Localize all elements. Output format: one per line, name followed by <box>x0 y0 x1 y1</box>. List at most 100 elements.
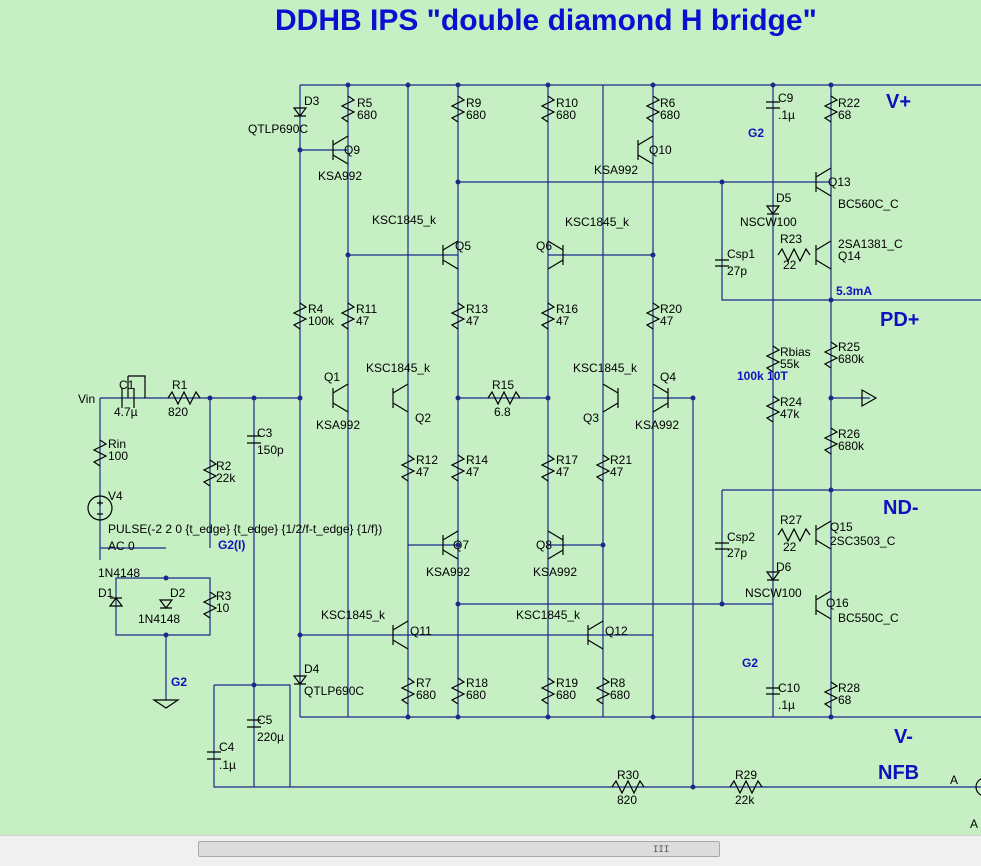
r8-name: R8 <box>610 676 626 690</box>
d1-name: D1 <box>98 586 114 600</box>
r5-name: R5 <box>357 96 373 110</box>
net-labels: V+ PD+ ND- V- NFB G2 G2 G2 G2(I) 5.3mA 1… <box>78 91 978 831</box>
transistor-q6-symbol <box>547 240 564 270</box>
component-labels: D3 QTLP690C R5 680 R9 680 R10 680 R6 680… <box>98 91 903 807</box>
q5-name: Q5 <box>455 239 471 253</box>
d3-value: QTLP690C <box>248 122 308 136</box>
c1-value: 4.7µ <box>114 405 138 419</box>
resistor-r28-symbol <box>823 681 839 709</box>
r29-name: R29 <box>735 768 757 782</box>
q10-name: Q10 <box>649 143 672 157</box>
resistor-r2-symbol <box>202 459 218 487</box>
resistor-r23-symbol <box>777 247 811 263</box>
r28-value: 68 <box>838 693 852 707</box>
r13-value: 47 <box>466 314 480 328</box>
q16-name: Q16 <box>826 596 849 610</box>
d6-name: D6 <box>776 560 792 574</box>
transistor-q4-symbol <box>652 383 669 413</box>
transistor-q11-symbol <box>392 620 409 650</box>
r17-name: R17 <box>556 453 578 467</box>
r7-value: 680 <box>416 688 436 702</box>
resistor-r7-symbol <box>400 677 416 705</box>
q8-name: Q8 <box>536 538 552 552</box>
c9-name: C9 <box>778 91 794 105</box>
resistor-r30-symbol <box>611 779 645 795</box>
ground-g2-input-symbol <box>152 699 180 709</box>
d5-value: NSCW100 <box>740 215 797 229</box>
q15-type: 2SC3503_C <box>830 534 896 548</box>
r2-name: R2 <box>216 459 232 473</box>
net-g2-input: G2 <box>171 675 187 689</box>
r11-value: 47 <box>356 314 370 328</box>
r18-value: 680 <box>466 688 486 702</box>
r13-name: R13 <box>466 302 488 316</box>
resistor-r14-symbol <box>450 454 466 482</box>
transistor-q3-symbol <box>602 383 619 413</box>
resistor-r10-symbol <box>540 95 556 123</box>
q4-name: Q4 <box>660 370 676 384</box>
r6-name: R6 <box>660 96 676 110</box>
r18-name: R18 <box>466 676 488 690</box>
transistor-q15-symbol <box>815 520 832 550</box>
r12-name: R12 <box>416 453 438 467</box>
net-v-minus: V- <box>894 726 913 748</box>
net-g2-top: G2 <box>748 126 764 140</box>
r23-name: R23 <box>780 232 802 246</box>
diode-d2-symbol <box>158 599 174 609</box>
r16-name: R16 <box>556 302 578 316</box>
net-g2-i: G2(I) <box>218 538 245 552</box>
net-pot: 100k 10T <box>737 369 788 383</box>
r10-value: 680 <box>556 108 576 122</box>
r14-name: R14 <box>466 453 488 467</box>
r11-name: R11 <box>356 302 377 316</box>
r3-value: 10 <box>216 601 230 615</box>
d2-name: D2 <box>170 586 186 600</box>
resistor-r17-symbol <box>540 454 556 482</box>
horizontal-scrollbar[interactable]: III <box>0 835 981 866</box>
c3-name: C3 <box>257 426 273 440</box>
scrollbar-thumb[interactable]: III <box>198 841 720 857</box>
capacitor-c10-symbol <box>766 687 780 695</box>
transistor-q9-symbol <box>332 135 349 165</box>
schematic-drawing: D3 QTLP690C R5 680 R9 680 R10 680 R6 680… <box>78 82 981 831</box>
resistor-r12-symbol <box>400 454 416 482</box>
wires <box>99 84 981 788</box>
q2-name: Q2 <box>415 411 431 425</box>
resistor-r18-symbol <box>450 677 466 705</box>
rbias-name: Rbias <box>780 345 811 359</box>
transistor-q12-symbol <box>587 620 604 650</box>
q1-type: KSA992 <box>316 418 360 432</box>
c10-value: .1µ <box>778 698 795 712</box>
r16-value: 47 <box>556 314 570 328</box>
csp1-value: 27p <box>727 264 747 278</box>
r21-value: 47 <box>610 465 624 479</box>
r22-value: 68 <box>838 108 852 122</box>
resistor-r1-symbol <box>167 390 201 406</box>
r26-value: 680k <box>838 439 865 453</box>
output-triangle-symbol <box>861 388 878 408</box>
r1-value: 820 <box>168 405 188 419</box>
d4-name: D4 <box>304 662 320 676</box>
r19-value: 680 <box>556 688 576 702</box>
resistor-r22-symbol <box>823 95 839 123</box>
csp2-name: Csp2 <box>727 530 755 544</box>
capacitor-c1-symbol <box>121 375 146 408</box>
v4-name: V4 <box>108 489 123 503</box>
r1-name: R1 <box>172 378 188 392</box>
q11-type: KSC1845_k <box>321 608 386 622</box>
q3-name: Q3 <box>583 411 599 425</box>
transistor-q7-symbol <box>442 530 459 560</box>
schematic-canvas[interactable]: DDHB IPS "double diamond H bridge" <box>0 0 981 835</box>
resistor-r6-symbol <box>645 95 661 123</box>
capacitor-c3-symbol <box>247 435 261 444</box>
q13-name: Q13 <box>828 175 851 189</box>
q14-name: Q14 <box>838 249 861 263</box>
resistor-r20-symbol <box>645 302 661 330</box>
voltage-source-v4-symbol <box>87 495 113 521</box>
q6-type: KSC1845_k <box>565 215 630 229</box>
junctions <box>163 82 834 790</box>
net-a-2: A <box>970 817 978 831</box>
c5-value: 220µ <box>257 730 284 744</box>
q7-name: Q7 <box>453 538 469 552</box>
r7-name: R7 <box>416 676 432 690</box>
